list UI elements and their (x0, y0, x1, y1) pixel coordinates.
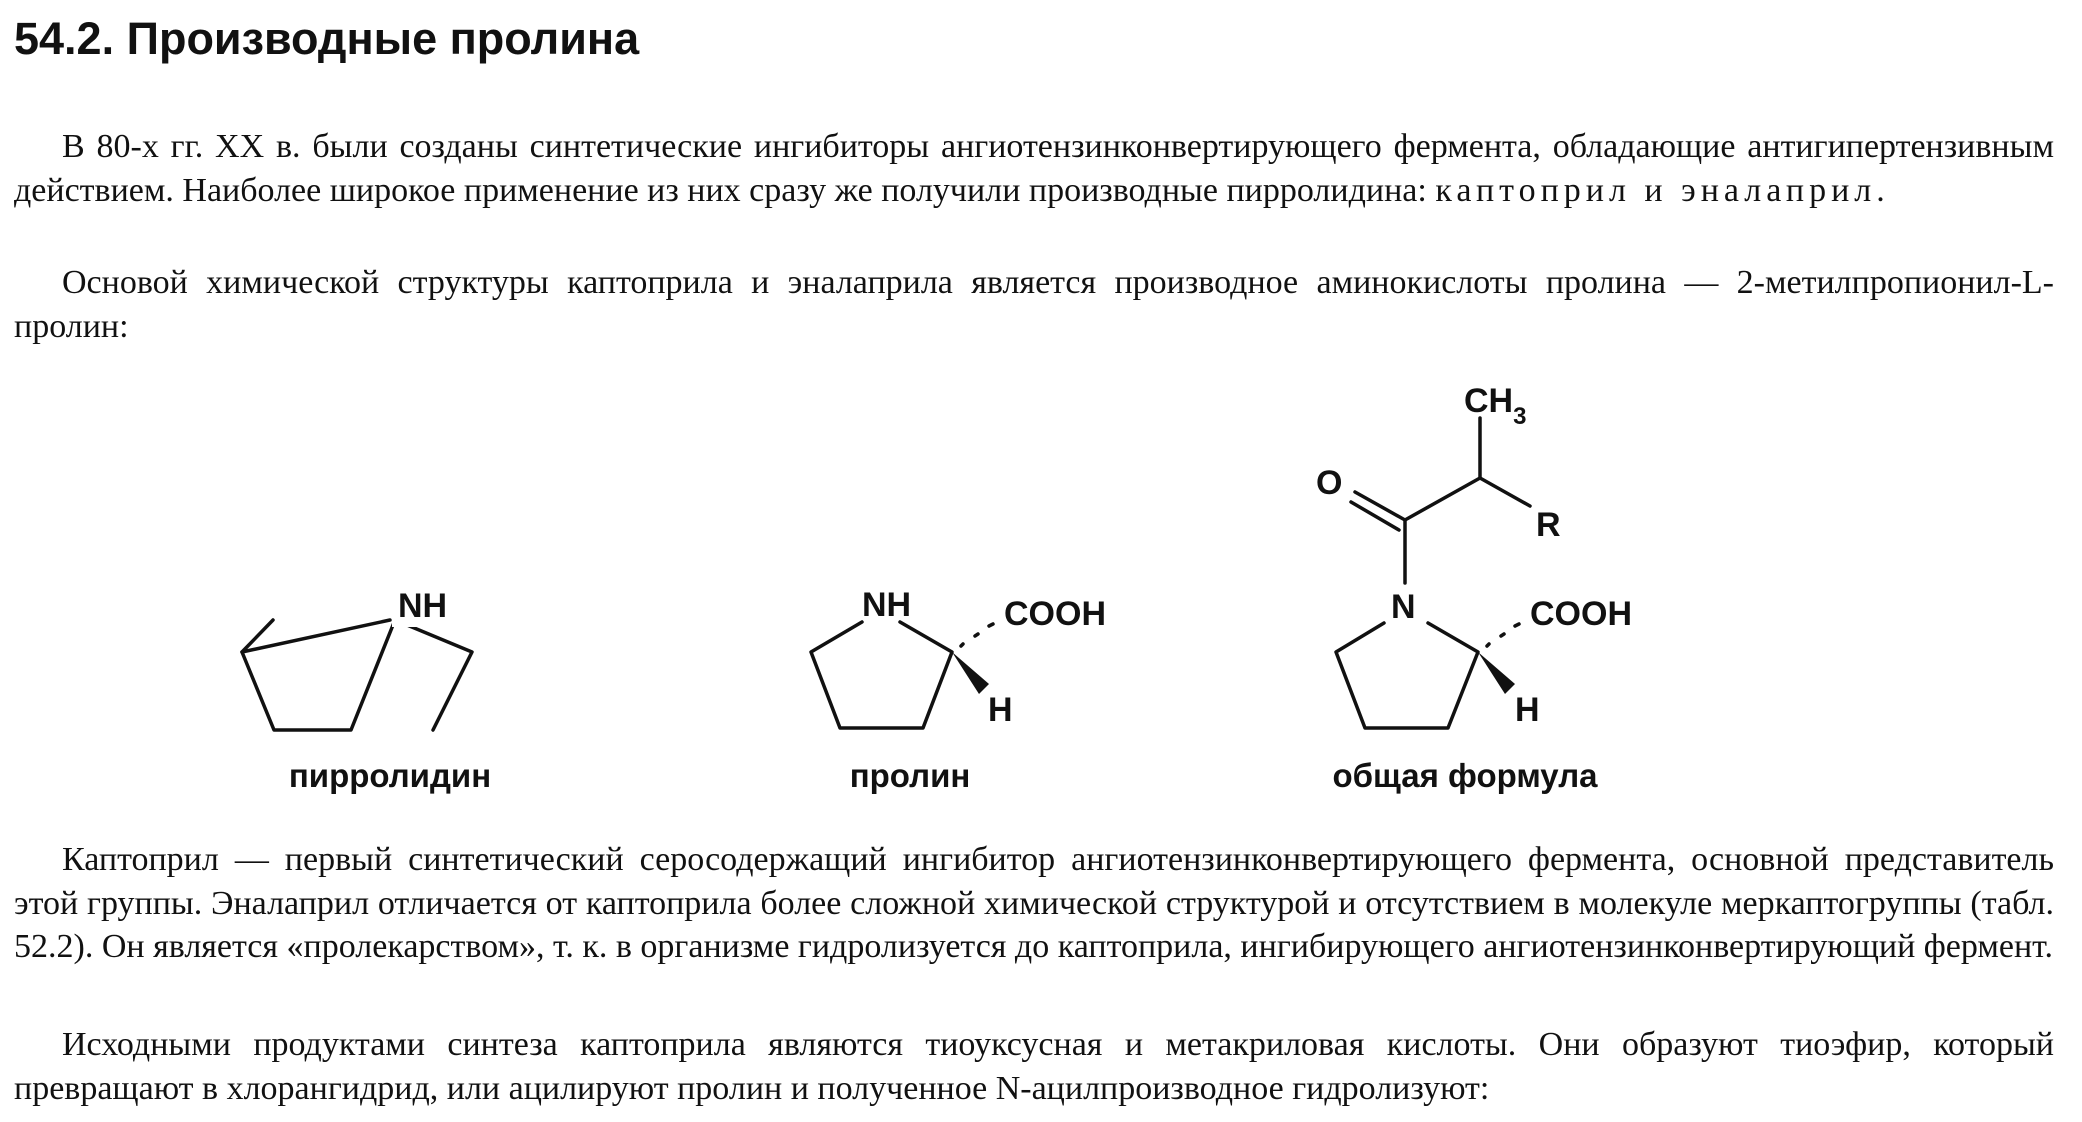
proline-structure: NH COOH H пролин (809, 586, 1106, 794)
general-r-label: R (1536, 506, 1561, 544)
general-alpha-r-bond (1478, 476, 1532, 508)
general-cooh-hashed-bond (1485, 622, 1521, 648)
ch3-subscript: 3 (1513, 403, 1526, 430)
pyrrolidine-bond-left-n (240, 618, 275, 654)
pyrrolidine-structure: NH пирролидин (240, 585, 491, 794)
general-h-label: H (1515, 691, 1540, 729)
section-number: 54.2. (14, 13, 115, 64)
general-carbonyl-double-bond-1 (1353, 490, 1407, 522)
label-mask (392, 585, 462, 627)
pyrrolidine-caption: пирролидин (289, 757, 491, 794)
proline-h-wedge-bond (952, 652, 989, 694)
pyrrolidine-ring-bonds (240, 618, 397, 732)
general-formula-structure: N O CH3 R COOH H общая формула (1316, 382, 1632, 794)
ch3-ch: CH (1464, 382, 1513, 420)
general-h-wedge-bond (1478, 652, 1515, 694)
pyrrolidine-nh-label: NH (398, 587, 447, 625)
proline-ring-bonds (809, 620, 954, 730)
paragraph-intro-text: В 80-х гг. XX в. были созданы синтетичес… (14, 128, 2054, 209)
pyrrolidine-ring-bonds-right (393, 618, 474, 732)
section-heading: 54.2. Производные пролина (14, 14, 639, 64)
proline-cooh-hashed-bond (959, 622, 995, 648)
general-caption: общая формула (1332, 757, 1598, 794)
chemical-structures: NH пирролидин NH COOH H пролин N O CH3 R (240, 382, 1632, 794)
general-o-label: O (1316, 464, 1342, 502)
general-carbonyl-double-bond-2 (1349, 500, 1401, 532)
proline-cooh-label: COOH (1004, 595, 1106, 633)
general-ring-bonds (1334, 621, 1480, 730)
paragraph-intro: В 80-х гг. XX в. были созданы синтетичес… (14, 125, 2054, 212)
general-n-label: N (1391, 588, 1416, 626)
paragraph-structure-basis: Основой химической структуры каптоприла … (14, 264, 2054, 345)
general-ch3-label: CH3 (1464, 382, 1526, 430)
section-title: Производные пролина (126, 13, 640, 64)
drug-names-emphasis: каптоприл и эналаприл. (1435, 171, 1890, 209)
paragraph-synthesis: Исходными продуктами синтеза каптоприла … (14, 1026, 2054, 1107)
proline-nh-label: NH (862, 586, 911, 624)
paragraph-captopril: Каптоприл — первый синтетический серосод… (14, 841, 2054, 965)
general-cooh-label: COOH (1530, 595, 1632, 633)
proline-h-label: H (988, 691, 1013, 729)
proline-caption: пролин (850, 757, 971, 794)
general-carbonyl-alpha-bond (1403, 476, 1482, 522)
